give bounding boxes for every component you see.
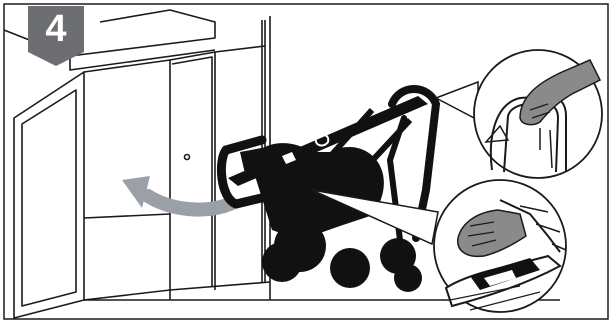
storage-direction-arrow-icon — [122, 176, 230, 210]
step-number: 4 — [28, 9, 84, 49]
hand-on-fold-lever-callout-icon — [434, 180, 566, 312]
folded-stroller-icon — [221, 89, 436, 292]
callout-leader-top — [436, 82, 478, 120]
hand-on-handle-callout-icon — [474, 50, 602, 178]
